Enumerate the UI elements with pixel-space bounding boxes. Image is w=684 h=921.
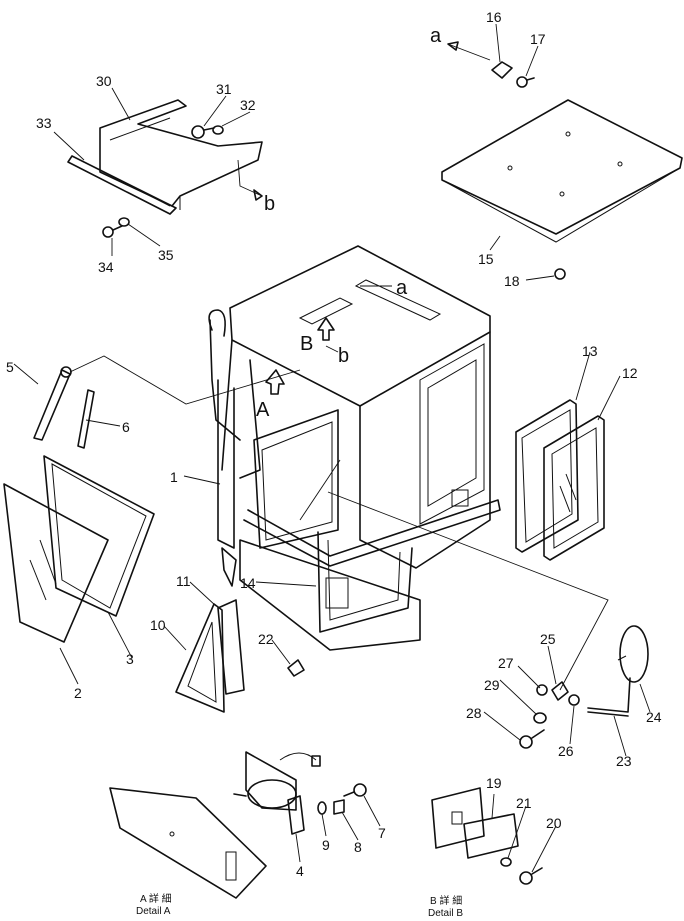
label-7: 7 bbox=[378, 825, 386, 841]
mirror-stay-23 bbox=[587, 677, 631, 717]
label-34: 34 bbox=[98, 259, 114, 275]
bolt-34 bbox=[102, 225, 123, 238]
bracket-19 bbox=[463, 813, 519, 859]
label-31: 31 bbox=[216, 81, 232, 97]
ref-A-arrow: A bbox=[256, 399, 270, 421]
caption-detail-b-jp: B 詳 細 bbox=[430, 894, 462, 907]
label-17: 17 bbox=[530, 31, 546, 47]
label-1: 1 bbox=[170, 469, 178, 485]
corner-glass-10 bbox=[175, 603, 225, 713]
bracket-30 bbox=[99, 99, 263, 210]
label-10: 10 bbox=[150, 617, 166, 633]
label-18: 18 bbox=[504, 273, 520, 289]
bolt-7 bbox=[343, 783, 367, 797]
detail-captions: A 詳 細 Detail A B 詳 細 Detail B bbox=[136, 892, 463, 919]
washer-29 bbox=[533, 712, 547, 724]
nut-18 bbox=[554, 268, 566, 280]
mirror-lead-line bbox=[327, 491, 609, 691]
bracket-25 bbox=[551, 681, 569, 701]
cab-body-1 bbox=[208, 245, 501, 651]
caption-detail-b-en: Detail B bbox=[428, 908, 463, 919]
washer-21 bbox=[500, 857, 512, 867]
label-6: 6 bbox=[122, 419, 130, 435]
label-15: 15 bbox=[478, 251, 494, 267]
ref-b-top: b bbox=[264, 193, 275, 215]
label-8: 8 bbox=[354, 839, 362, 855]
label-26: 26 bbox=[558, 743, 574, 759]
bolt-28 bbox=[519, 729, 545, 749]
nut-26 bbox=[568, 694, 580, 706]
ref-arrow-a-top bbox=[447, 43, 491, 61]
label-2: 2 bbox=[74, 685, 82, 701]
label-30: 30 bbox=[96, 73, 112, 89]
roof-plate-15 bbox=[441, 99, 683, 243]
nut-8 bbox=[333, 799, 345, 815]
label-4: 4 bbox=[296, 863, 304, 879]
bolt-20 bbox=[519, 867, 543, 885]
label-16: 16 bbox=[486, 9, 502, 25]
clip-22 bbox=[287, 659, 305, 677]
wiper-motor bbox=[233, 751, 321, 811]
label-23: 23 bbox=[616, 753, 632, 769]
label-14: 14 bbox=[240, 575, 256, 591]
corner-seal-11 bbox=[217, 599, 245, 695]
ref-b-roof: b bbox=[338, 345, 349, 367]
label-21: 21 bbox=[516, 795, 532, 811]
glass-seal-3 bbox=[43, 455, 155, 617]
label-29: 29 bbox=[484, 677, 500, 693]
bracket-4 bbox=[287, 795, 305, 835]
label-13: 13 bbox=[582, 343, 598, 359]
washer-9 bbox=[317, 801, 327, 815]
bolt-31 bbox=[191, 125, 215, 139]
nut-27 bbox=[536, 684, 548, 696]
wiper-link-line bbox=[69, 355, 301, 405]
leader-lines bbox=[13, 23, 651, 873]
reference-letters: a b a b B A bbox=[256, 25, 442, 421]
washer-32 bbox=[212, 125, 224, 135]
label-9: 9 bbox=[322, 837, 330, 853]
ref-arrow-b-top bbox=[237, 159, 263, 197]
detail-a bbox=[109, 751, 367, 899]
label-12: 12 bbox=[622, 365, 638, 381]
label-5: 5 bbox=[6, 359, 14, 375]
label-22: 22 bbox=[258, 631, 274, 647]
caption-detail-a-en: Detail A bbox=[136, 906, 171, 917]
label-28: 28 bbox=[466, 705, 482, 721]
label-35: 35 bbox=[158, 247, 174, 263]
washer-35 bbox=[118, 217, 130, 227]
wiper-arm-5 bbox=[33, 366, 72, 441]
caption-detail-a-jp: A 詳 細 bbox=[140, 892, 172, 905]
label-24: 24 bbox=[646, 709, 662, 725]
label-27: 27 bbox=[498, 655, 514, 671]
label-25: 25 bbox=[540, 631, 556, 647]
detail-b bbox=[431, 787, 543, 885]
label-20: 20 bbox=[546, 815, 562, 831]
ref-a-top: a bbox=[430, 25, 442, 47]
label-3: 3 bbox=[126, 651, 134, 667]
ref-B-arrow: B bbox=[300, 333, 313, 355]
bolt-17 bbox=[516, 76, 535, 88]
wiper-blade-6 bbox=[77, 389, 95, 449]
bracket-16 bbox=[491, 61, 513, 79]
seal-33 bbox=[67, 155, 177, 215]
side-seal-13 bbox=[515, 399, 579, 553]
label-32: 32 bbox=[240, 97, 256, 113]
callout-labels: 30 33 31 32 34 35 16 17 15 18 5 6 1 2 3 … bbox=[6, 9, 662, 879]
side-glass-12 bbox=[543, 415, 605, 561]
mirror-24 bbox=[617, 625, 649, 683]
ref-a-roof: a bbox=[396, 277, 408, 299]
label-11: 11 bbox=[176, 573, 191, 589]
label-19: 19 bbox=[486, 775, 502, 791]
label-33: 33 bbox=[36, 115, 52, 131]
front-glass-2 bbox=[3, 483, 109, 643]
